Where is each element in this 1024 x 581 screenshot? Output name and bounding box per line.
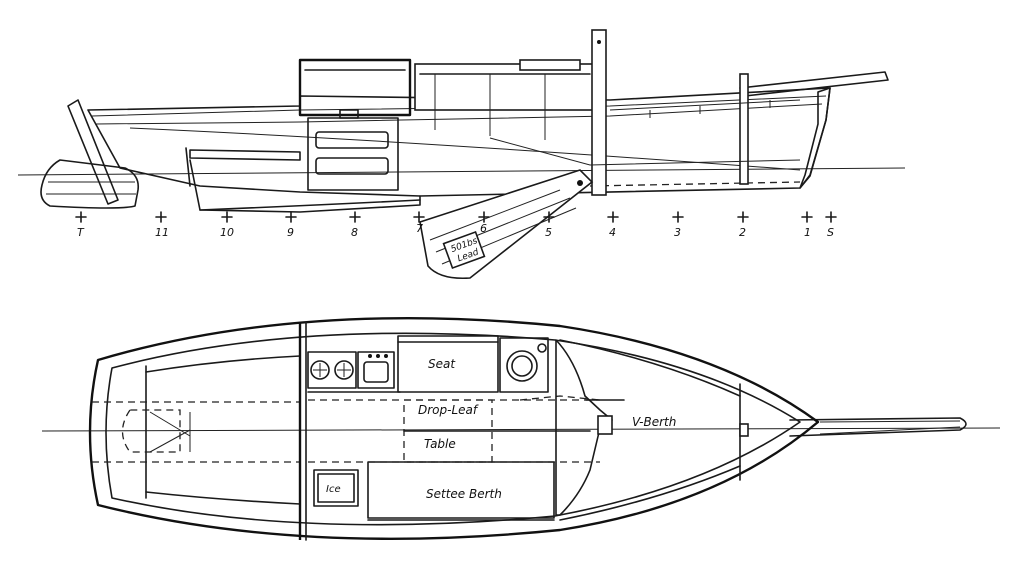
- centerline: [41, 427, 1001, 432]
- station-label: 5: [545, 226, 552, 239]
- label-v-berth: V-Berth: [632, 415, 676, 429]
- label-settee-berth: Settee Berth: [426, 487, 502, 501]
- mast: [591, 29, 607, 196]
- station-label: 3: [674, 226, 681, 239]
- stove: [307, 351, 357, 389]
- station-label: 10: [220, 226, 234, 239]
- head: [499, 337, 549, 393]
- station-label: 9: [287, 226, 294, 239]
- station-label: T: [77, 226, 85, 239]
- v-berth: [559, 339, 741, 521]
- rudder-stock: [67, 99, 119, 205]
- station-label: 6: [480, 222, 487, 235]
- settee-berth: [367, 461, 555, 519]
- label-seat: Seat: [428, 357, 456, 371]
- plan-view: Seat Drop-Leaf Table V-Berth Ice Settee …: [41, 316, 1001, 541]
- ice-box: [313, 469, 359, 507]
- label-ice: Ice: [326, 484, 341, 495]
- plan-bowsprit: [789, 417, 967, 437]
- label-drop-leaf: Drop-Leaf: [418, 403, 479, 417]
- profile-view: 501bs Lead T 11 10 9 8 7 6 5 4: [17, 29, 906, 280]
- station-label: 1: [804, 226, 811, 239]
- sink: [357, 351, 395, 389]
- station-label: 8: [351, 226, 358, 239]
- station-label: 7: [416, 222, 423, 235]
- rudder-blade: [40, 159, 140, 209]
- keel-weight-box: [442, 230, 486, 270]
- station-label: S: [827, 226, 834, 239]
- station-labels: T 11 10 9 8 7 6 5 4 3 2 1 S: [77, 222, 834, 239]
- waterline: [17, 167, 906, 176]
- seat: [397, 335, 499, 393]
- station-marks: [75, 211, 837, 223]
- station-label: 2: [739, 226, 746, 239]
- cabin-trunk: [298, 58, 412, 117]
- station-label: 4: [609, 226, 616, 239]
- station-label: 11: [155, 226, 169, 239]
- plan-hull-outline: [88, 316, 820, 540]
- label-table: Table: [424, 437, 456, 451]
